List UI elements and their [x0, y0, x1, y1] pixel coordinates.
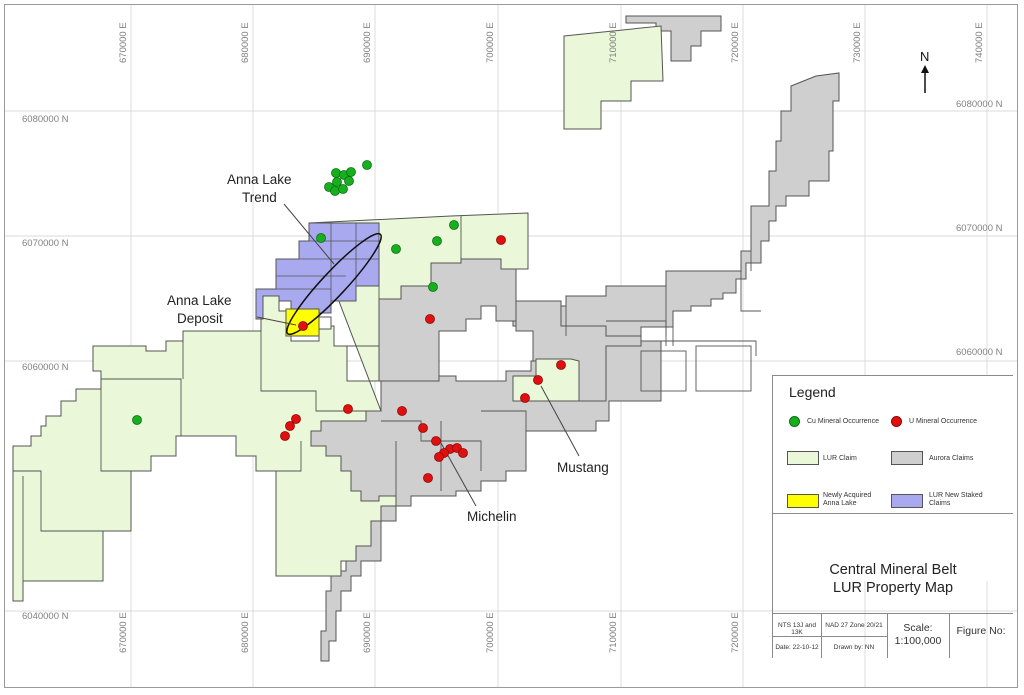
new-staked-swatch — [891, 494, 923, 508]
easting-label: 670000 E — [118, 22, 129, 63]
anna-lake-trend-label-line1: Anna Lake — [227, 172, 292, 187]
easting-labels-top: 670000 E 680000 E 690000 E 700000 E 7100… — [118, 22, 985, 63]
easting-label: 700000 E — [485, 22, 496, 63]
map-title-line2: LUR Property Map — [832, 580, 954, 596]
cu-legend-label: Cu Mineral Occurrence — [807, 418, 879, 425]
nts-sheet: NTS 13J and 13K — [778, 622, 816, 636]
north-arrow-label: N — [920, 49, 929, 64]
newly-acquired-swatch — [787, 494, 819, 508]
legend: Legend Cu Mineral Occurrence U Mineral O… — [772, 375, 1013, 581]
easting-label: 720000 E — [730, 22, 741, 63]
easting-label: 700000 E — [485, 612, 496, 653]
cu-legend-icon — [789, 416, 800, 427]
mustang-label: Mustang — [557, 460, 609, 475]
anna-lake-trend-ellipse — [286, 232, 382, 336]
map-frame: 670000 E 680000 E 690000 E 700000 E 7100… — [4, 4, 1018, 688]
scale-value: 1:100,000 — [894, 635, 942, 647]
michelin-label: Michelin — [467, 509, 517, 524]
u-occurrences — [280, 235, 566, 483]
drawn-by: Drawn by: NN — [833, 644, 875, 651]
map-date: Date: 22-10-12 — [775, 644, 819, 651]
northing-label: 6060000 N — [956, 347, 1003, 358]
anna-lake-deposit-label-line2: Deposit — [177, 311, 223, 326]
easting-label: 710000 E — [608, 22, 619, 63]
scale-label: Scale: — [903, 622, 933, 634]
northing-label: 6070000 N — [956, 223, 1003, 234]
easting-label: 740000 E — [974, 22, 985, 63]
aurora-claims-legend-label: Aurora Claims — [929, 455, 974, 462]
datum-zone: NAD 27 Zone 20/21 — [825, 622, 883, 629]
northing-label: 6080000 N — [22, 114, 69, 125]
map-title-line1: Central Mineral Belt — [829, 562, 957, 578]
easting-label: 680000 E — [240, 612, 251, 653]
u-legend-label: U Mineral Occurrence — [909, 418, 978, 425]
aurora-claim-boundaries — [381, 251, 761, 496]
northing-label: 6060000 N — [22, 362, 69, 373]
property-map: 670000 E 680000 E 690000 E 700000 E 7100… — [5, 5, 1017, 687]
easting-label: 720000 E — [730, 612, 741, 653]
title-block: Central Mineral Belt LUR Property Map — [772, 513, 1013, 614]
easting-labels-bottom: 670000 E 680000 E 690000 E 700000 E 7100… — [118, 612, 741, 653]
easting-label: 710000 E — [608, 612, 619, 653]
northing-label: 6070000 N — [22, 238, 69, 249]
anna-lake-trend-label-line2: Trend — [242, 190, 277, 205]
anna-lake-deposit-label-line1: Anna Lake — [167, 293, 232, 308]
u-legend-icon — [891, 416, 902, 427]
easting-label: 690000 E — [362, 612, 373, 653]
figure-number: Figure No: — [956, 625, 1006, 637]
easting-label: 670000 E — [118, 612, 129, 653]
aurora-claims-swatch — [891, 451, 923, 465]
lur-claim-swatch — [787, 451, 819, 465]
easting-label: 690000 E — [362, 22, 373, 63]
lur-claims — [12, 25, 664, 602]
easting-label: 680000 E — [240, 22, 251, 63]
northing-label: 6040000 N — [22, 611, 69, 622]
north-arrow: N — [920, 49, 929, 93]
easting-label: 730000 E — [852, 22, 863, 63]
northing-label: 6080000 N — [956, 99, 1003, 110]
legend-title: Legend — [789, 384, 836, 400]
cu-occurrences — [132, 160, 459, 425]
map-labels: Anna Lake Trend Anna Lake Deposit Mustan… — [167, 172, 609, 524]
northing-labels: 6080000 N 6070000 N 6060000 N 6040000 N … — [22, 99, 1003, 622]
map-info-footer: NTS 13J and 13K NAD 27 Zone 20/21 Date: … — [772, 613, 1013, 658]
lur-claim-legend-label: LUR Claim — [823, 455, 857, 462]
